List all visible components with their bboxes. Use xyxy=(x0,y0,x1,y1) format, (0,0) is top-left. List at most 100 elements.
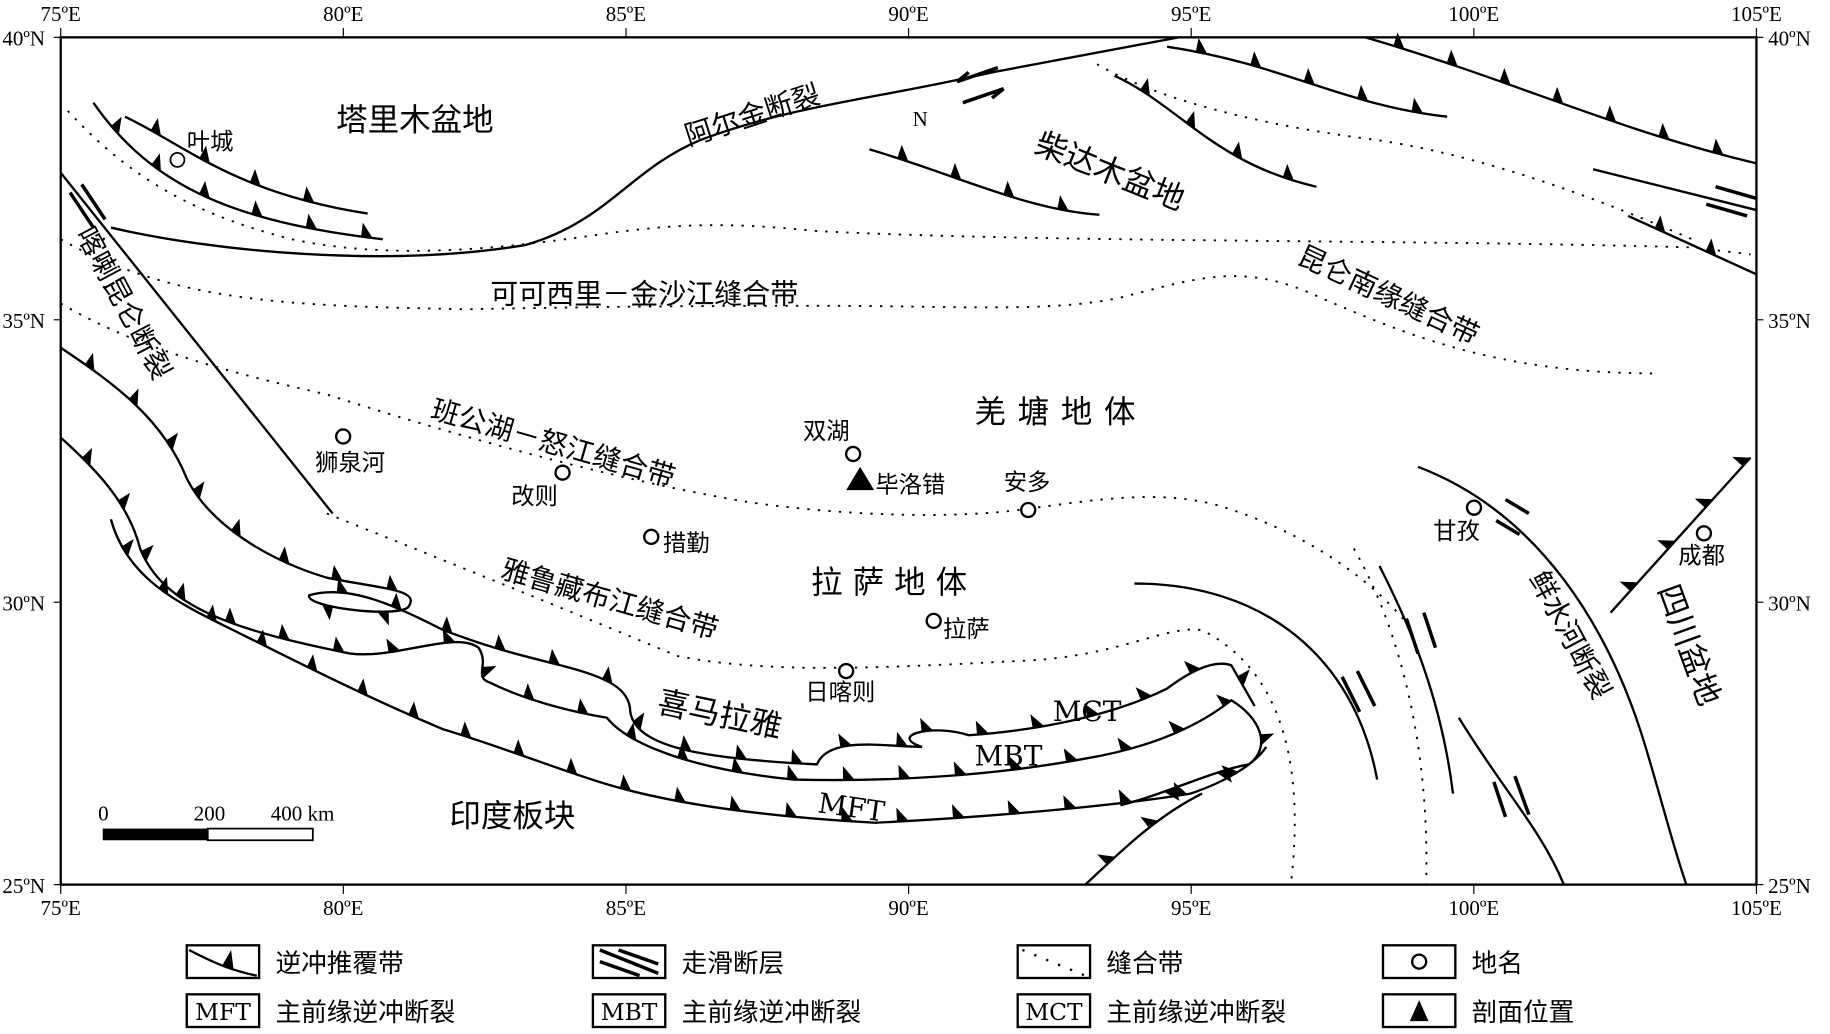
thrust-tooth xyxy=(150,117,161,136)
lat-label-right: 35ºN xyxy=(1768,309,1811,333)
profile-location: 毕洛错 xyxy=(846,466,945,498)
suture-east xyxy=(1352,548,1428,885)
lon-label-top: 85ºE xyxy=(606,2,646,26)
svg-text:200: 200 xyxy=(194,801,226,825)
thrust-tooth xyxy=(82,447,93,466)
thrust-tooth xyxy=(1173,782,1188,796)
qiangtang-label: 羌塘地体 xyxy=(975,394,1148,430)
thrust-ne-4 xyxy=(1627,214,1757,276)
thrust-tooth xyxy=(1705,238,1717,256)
lon-label-bottom: 75ºE xyxy=(41,896,81,920)
suture-north xyxy=(67,110,1751,256)
thrust-tooth xyxy=(199,145,210,164)
thrust-tooth xyxy=(1446,49,1458,67)
lon-label-bottom: 95ºE xyxy=(1171,896,1211,920)
lon-label-bottom: 100ºE xyxy=(1448,896,1499,920)
lon-label-top: 100ºE xyxy=(1448,2,1499,26)
thrust-tooth xyxy=(377,611,389,626)
thrust-tooth xyxy=(1357,84,1369,102)
thrust-tooth xyxy=(192,481,205,499)
legend-label: 主前缘逆冲断裂 xyxy=(682,998,862,1028)
thrust-yecheng-1 xyxy=(124,115,368,215)
longmenshan-thrust xyxy=(1609,456,1752,614)
thrust-tooth xyxy=(305,213,318,230)
legend-label: 剖面位置 xyxy=(1472,998,1575,1028)
axis-ticks: 75ºE75ºE80ºE80ºE85ºE85ºE90ºE90ºE95ºE95ºE… xyxy=(2,2,1810,920)
lon-label-top: 105ºE xyxy=(1731,2,1782,26)
thrust-tooth xyxy=(482,666,497,679)
thrust-teeth xyxy=(82,32,1751,865)
place-shuanghu: 双湖 xyxy=(803,417,862,463)
thrust-se xyxy=(1084,792,1203,886)
thrust-tooth xyxy=(1083,703,1099,717)
legend-item: 缝合带 xyxy=(1016,944,1183,980)
thrust-tooth xyxy=(1135,687,1152,701)
thrust-tooth xyxy=(1657,540,1676,550)
thrust-tooth xyxy=(1552,86,1564,104)
thrust-tooth xyxy=(785,802,797,818)
suture-bangong xyxy=(60,302,1413,631)
sichuan-basin-label: 四川盆地 xyxy=(1650,580,1727,711)
thrust-tooth xyxy=(442,628,456,643)
qaidam-basin-label: 柴达木盆地 xyxy=(1030,126,1190,218)
svg-text:0: 0 xyxy=(98,801,109,825)
thrust-tooth xyxy=(1694,498,1713,508)
thrust-tooth xyxy=(306,654,318,672)
thrust-tooth xyxy=(1140,816,1159,828)
thrust-tooth xyxy=(1003,180,1015,198)
lat-label-left: 25ºN xyxy=(2,874,45,898)
thrust-tooth xyxy=(1303,68,1315,85)
place-yecheng: 叶城 xyxy=(169,127,234,168)
mft-label: MFT xyxy=(816,787,887,829)
thrust-tooth xyxy=(1097,854,1116,865)
place-label: 成都 xyxy=(1678,542,1725,570)
lon-label-top: 95ºE xyxy=(1171,2,1211,26)
thrust-tooth xyxy=(1499,67,1511,86)
places: 叶城 狮泉河 改则 措勤 双湖 安多 拉萨 日喀则 甘孜 成都 毕洛错 xyxy=(169,127,1725,706)
thrust-ne-1 xyxy=(1166,45,1448,118)
place-label: 叶城 xyxy=(187,127,234,155)
thrust-tooth xyxy=(151,153,161,172)
thrust-tooth xyxy=(1117,737,1133,752)
bangong-suture-label: 班公湖－怒江缝合带 xyxy=(428,393,679,494)
thrust-mft xyxy=(109,519,1268,824)
sutures xyxy=(60,63,1751,885)
thrust-tooth xyxy=(1712,138,1724,156)
thrust-tooth xyxy=(731,756,744,773)
thrust-tooth xyxy=(441,616,453,634)
legend-label: 缝合带 xyxy=(1106,949,1183,979)
thrust-tooth xyxy=(199,180,210,199)
suture-kokoxili xyxy=(60,238,1658,375)
place-shiquanhe: 狮泉河 xyxy=(315,428,385,476)
thrust-tooth xyxy=(523,683,535,701)
kokoxili-suture-label: 可可西里－金沙江缝合带 xyxy=(490,277,798,310)
profile-label: 毕洛错 xyxy=(875,470,945,498)
thrust-tooth xyxy=(619,774,632,791)
lat-label-right: 30ºN xyxy=(1768,591,1811,615)
place-label: 狮泉河 xyxy=(315,448,385,476)
thrust-tooth xyxy=(729,795,742,811)
thrust-tooth xyxy=(841,806,853,822)
legend-label: 主前缘逆冲断裂 xyxy=(275,998,455,1028)
thrust-tooth xyxy=(602,666,613,685)
thrust-tooth xyxy=(897,144,909,162)
thrust-tooth xyxy=(251,200,263,218)
thrust-tooth xyxy=(896,807,909,822)
thrust-tooth xyxy=(577,698,589,715)
thrust-tooth xyxy=(896,731,908,747)
circle-icon xyxy=(1410,953,1428,970)
thrust-tooth xyxy=(1168,720,1185,734)
thrust-tooth xyxy=(1232,141,1243,160)
thrust-tooth xyxy=(206,604,218,623)
place-xigaze: 日喀则 xyxy=(805,662,875,706)
thrust-tooth xyxy=(333,636,345,653)
n-label: N xyxy=(913,107,928,131)
place-label: 甘孜 xyxy=(1433,517,1480,545)
thrust-tooth xyxy=(303,186,315,203)
thrust-tooth xyxy=(920,717,934,732)
legend-swatch xyxy=(1016,944,1092,980)
